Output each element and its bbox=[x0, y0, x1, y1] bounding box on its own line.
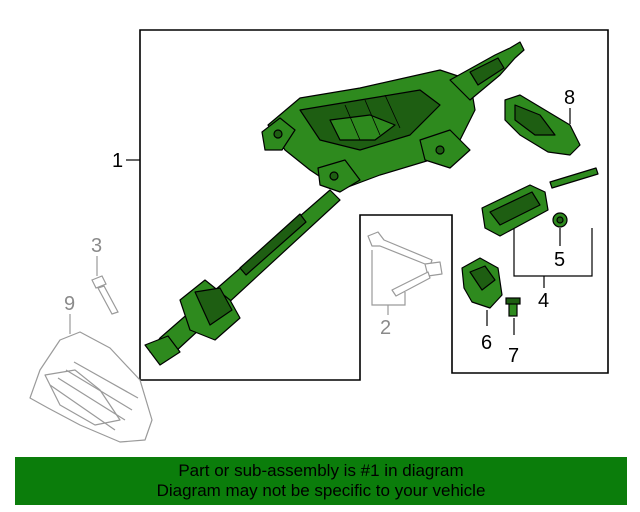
callout-8: 8 bbox=[564, 87, 575, 109]
callout-6: 6 bbox=[481, 332, 492, 354]
banner-line-2: Diagram may not be specific to your vehi… bbox=[156, 481, 486, 500]
callout-2: 2 bbox=[380, 317, 391, 339]
part-7-screw[interactable] bbox=[505, 297, 521, 317]
banner-line-1: Part or sub-assembly is #1 in diagram bbox=[178, 461, 464, 480]
parts-diagram: 1 2 3 4 5 6 7 8 9 bbox=[29, 29, 609, 443]
assembly-frame bbox=[139, 29, 609, 381]
part-5-nut[interactable] bbox=[552, 212, 568, 228]
callout-4: 4 bbox=[538, 290, 549, 312]
part-9-boot[interactable] bbox=[29, 331, 153, 443]
part-3-bolt[interactable] bbox=[91, 275, 119, 315]
callout-9: 9 bbox=[64, 293, 75, 315]
leader-2 bbox=[371, 250, 406, 315]
part-2-bolts[interactable] bbox=[367, 231, 443, 297]
steering-column[interactable] bbox=[144, 41, 525, 366]
callout-7: 7 bbox=[508, 345, 519, 367]
part-4-motor[interactable] bbox=[481, 167, 599, 237]
callout-1: 1 bbox=[112, 150, 123, 172]
callout-3: 3 bbox=[91, 235, 102, 257]
part-8-bracket[interactable] bbox=[504, 94, 581, 156]
part-6-sensor[interactable] bbox=[461, 257, 503, 309]
callout-5: 5 bbox=[554, 249, 565, 271]
info-banner: Part or sub-assembly is #1 in diagram Di… bbox=[15, 457, 627, 505]
leader-4 bbox=[513, 228, 593, 288]
